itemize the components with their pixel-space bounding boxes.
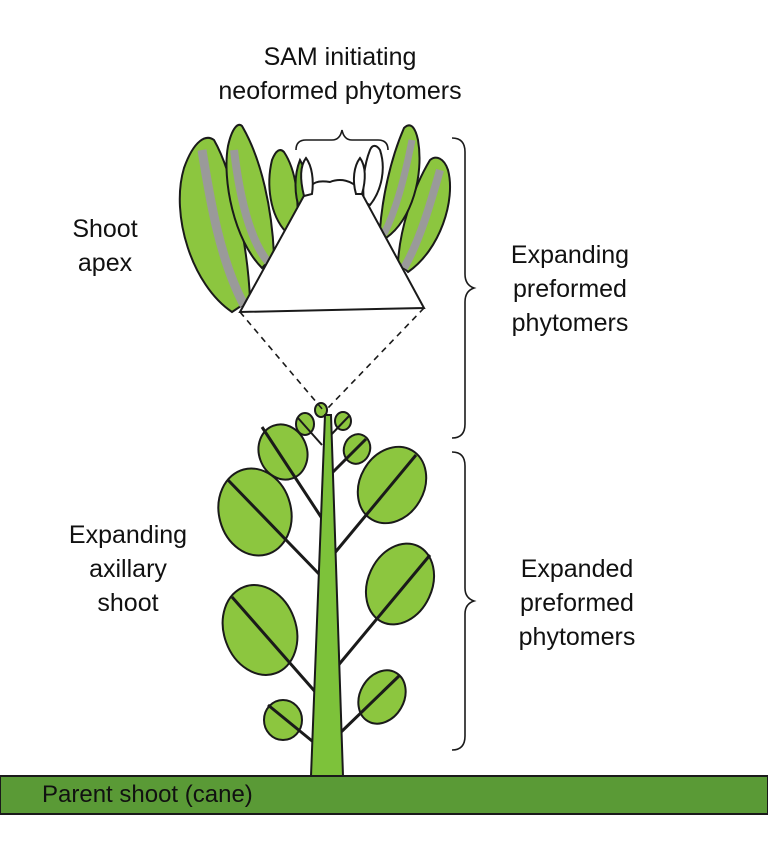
label-expanded-preformed-line-1: Expanded (520, 555, 634, 583)
zoom-line-right (325, 307, 425, 411)
sam-primordium-right (352, 156, 366, 195)
label-sam-line-2: neoformed phytomers (218, 77, 462, 105)
label-shoot-apex-line-1: Shoot (72, 215, 138, 243)
leaf-right-middle (364, 542, 436, 626)
sam-primordium-left (300, 156, 314, 198)
label-expanding-axillary-line-2: axillary (89, 555, 167, 583)
petiole-left-upper (226, 478, 322, 577)
leaf-apex-tip (314, 402, 328, 418)
bracket-expanding-preformed (451, 137, 477, 439)
label-expanded-preformed: Expanded preformed phytomers (492, 552, 662, 654)
zoom-line-left (239, 311, 324, 411)
petiole-left-middle (230, 596, 320, 696)
label-expanding-preformed: Expanding preformed phytomers (485, 238, 655, 340)
label-sam: SAM initiating neoformed phytomers (195, 40, 485, 108)
bracket-sam (295, 129, 389, 151)
apex-leaf-right-inner (362, 144, 384, 207)
label-parent-shoot: Parent shoot (cane) (42, 781, 253, 808)
petiole-left-top (260, 426, 325, 521)
petiole-right-top (328, 437, 368, 477)
label-expanding-preformed-line-3: phytomers (511, 309, 629, 337)
shoot-apex-drawing (178, 123, 452, 314)
label-expanding-preformed-line-1: Expanding (510, 241, 630, 269)
apex-leaf-left-outer-vein (197, 149, 248, 308)
petiole-right-bottom (336, 673, 402, 737)
label-expanding-axillary-line-3: shoot (97, 589, 159, 617)
label-expanding-axillary-line-1: Expanding (68, 521, 188, 549)
petiole-right-middle (334, 554, 432, 669)
petiole-apex-left (297, 417, 323, 446)
label-expanded-preformed-line-3: phytomers (518, 623, 636, 651)
axillary-shoot (217, 402, 436, 777)
label-expanding-preformed-line-2: preformed (513, 275, 627, 303)
apex-leaf-left-middle-vein (230, 149, 272, 265)
label-expanded-preformed-line-2: preformed (520, 589, 634, 617)
bracket-expanded-preformed (451, 451, 477, 751)
petiole-right-upper (331, 454, 418, 556)
label-shoot-apex: Shoot apex (50, 212, 160, 280)
label-shoot-apex-line-2: apex (77, 249, 133, 277)
apex-leaf-right-outer-vein (400, 168, 444, 270)
parent-shoot-cane (0, 775, 768, 815)
label-sam-line-1: SAM initiating (263, 43, 417, 71)
main-stem (309, 414, 345, 777)
petiole-left-bottom (267, 703, 318, 747)
label-expanding-axillary: Expanding axillary shoot (48, 518, 208, 620)
leaf-right-bottom (357, 669, 407, 725)
apex-leaf-right-middle-vein (380, 139, 416, 236)
